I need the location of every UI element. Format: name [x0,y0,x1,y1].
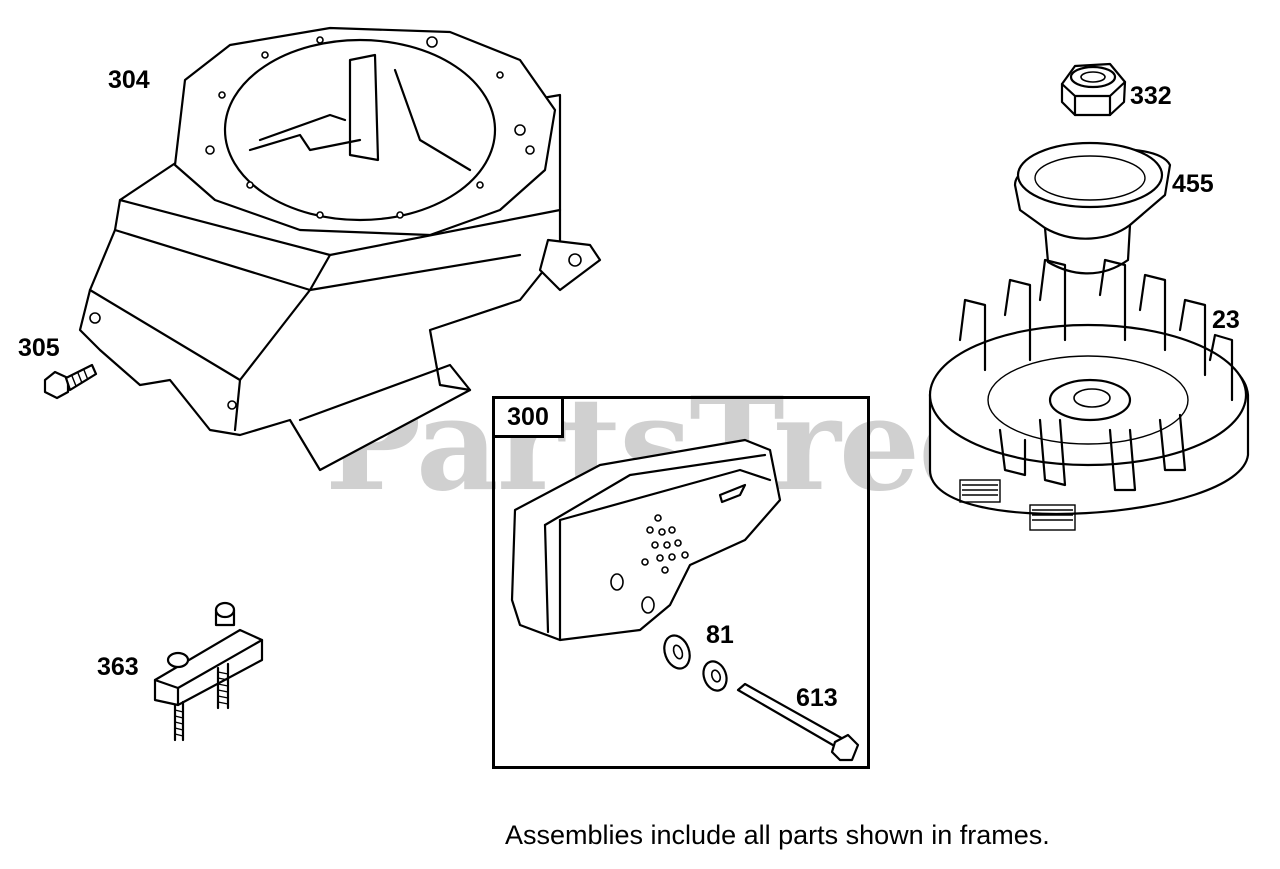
muffler-drawing[interactable] [510,438,782,642]
flywheel-drawing[interactable] [928,258,1250,531]
cup-drawing[interactable] [1013,141,1172,275]
screw-drawing[interactable] [43,363,98,400]
bolt-drawing[interactable] [736,682,860,762]
part-label-455[interactable]: 455 [1172,170,1214,198]
part-label-304[interactable]: 304 [108,66,150,94]
washer-drawing[interactable] [660,632,731,694]
part-label-332[interactable]: 332 [1130,82,1172,110]
part-label-613[interactable]: 613 [796,684,838,712]
bracket-drawing[interactable] [153,601,264,742]
assembly-frame-300: 300 [492,396,870,769]
part-label-363[interactable]: 363 [97,653,139,681]
assembly-note: Assemblies include all parts shown in fr… [505,820,1050,850]
frame-label-300[interactable]: 300 [492,396,564,438]
blower-housing-drawing[interactable] [78,26,602,472]
part-label-305[interactable]: 305 [18,334,60,362]
part-label-23[interactable]: 23 [1212,306,1240,334]
nut-drawing[interactable] [1060,62,1127,117]
part-label-81[interactable]: 81 [706,621,734,649]
